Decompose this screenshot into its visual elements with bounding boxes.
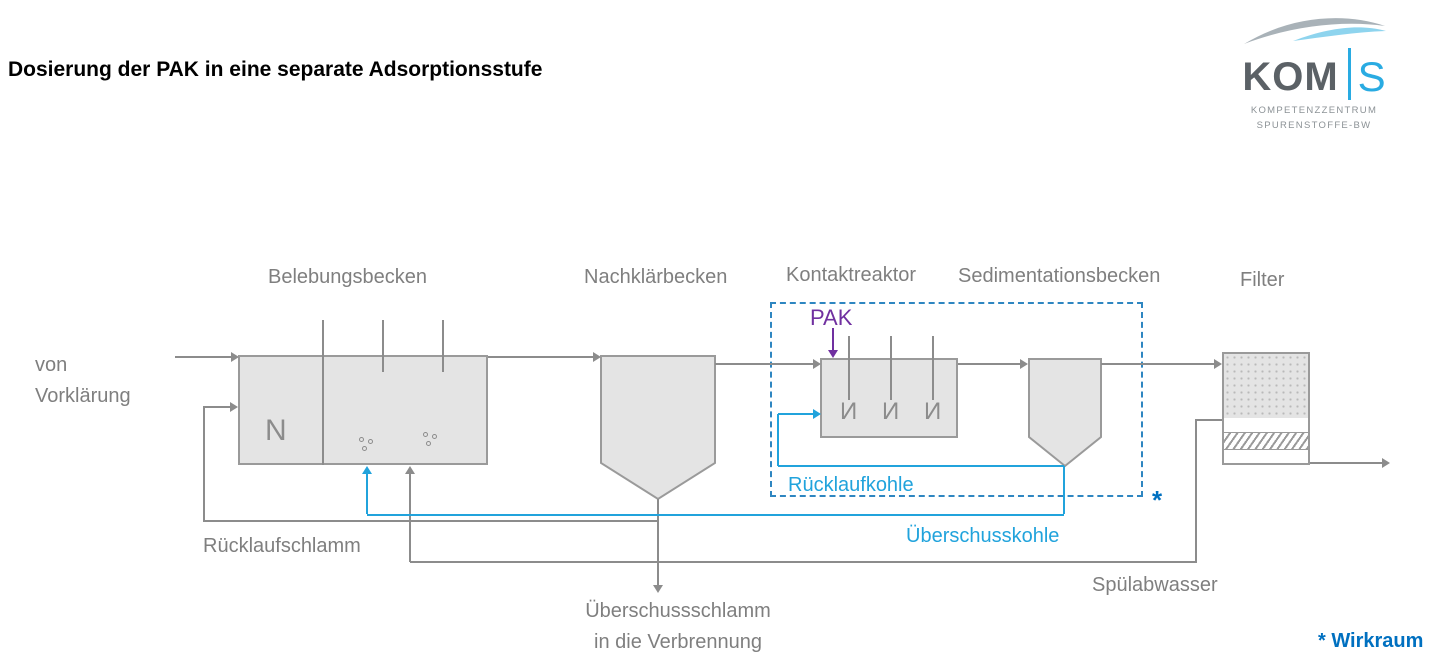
ueberschusskohle-line-up [366,474,368,514]
unit-label-kontaktreaktor: Kontaktreaktor [786,264,917,286]
ruecklaufkohle-line-into-reactor [778,413,813,415]
spuelabwasser-line-horizontal [410,561,1196,563]
logo-divider [1347,48,1351,100]
sludge-drop-line [657,499,659,585]
bubble-dot [362,446,367,451]
mixer-symbol: И [840,398,858,425]
mixer-shaft [848,336,850,400]
bubble-dot [359,437,364,442]
nachklaerbecken-basin [600,355,716,501]
ruecklaufschlamm-line-horizontal [204,520,658,522]
ruecklaufschlamm-line-into-basin [203,406,230,408]
spuelabwasser-line-vertical [1195,419,1197,563]
logo-subtitle-line1: KOMPETENZZENTRUM [1250,105,1378,116]
unit-label-nachklaerbecken: Nachklärbecken [584,266,728,288]
bubble-dot [423,432,428,437]
flow-line-inlet [175,356,231,358]
mixer-shaft [932,336,934,400]
bubble-dot [368,439,373,444]
ruecklaufschlamm-label: Rücklaufschlamm [203,535,361,557]
denitrification-symbol: N [265,414,287,447]
logo-swoosh-icon [1244,18,1386,44]
ueberschussschlamm-arrowhead [653,585,663,593]
ueberschusskohle-arrowhead [362,466,372,474]
logo-s-text: S [1357,53,1386,100]
ruecklaufkohle-line-horizontal [778,465,1064,467]
ruecklaufkohle-line-vertical [777,414,779,466]
pak-dosing-line [832,328,834,350]
flow-line-sedimentation-to-filter [1101,363,1214,365]
arrowhead [813,359,821,369]
ueberschusskohle-line-down [1063,466,1065,514]
flow-line-kontaktreaktor-to-sedimentation [958,363,1020,365]
mixer-shaft [890,336,892,400]
mixer-symbol: И [924,398,942,425]
wirkraum-boundary-box [770,302,1143,497]
ruecklaufkohle-label: Rücklaufkohle [788,474,914,496]
aeration-bubbles [358,436,376,454]
arrowhead [1020,359,1028,369]
sedimentationsbecken-basin [1028,358,1102,468]
logo-kom-text: KOM [1242,54,1339,99]
arrowhead [1214,359,1222,369]
filter-media-layer [1224,354,1308,418]
ueberschusskohle-label: Überschusskohle [906,525,1060,547]
filter-unit [1222,352,1310,465]
flow-line-nachklaerbecken-to-kontaktreaktor [715,363,813,365]
unit-label-belebungsbecken: Belebungsbecken [268,266,428,288]
unit-label-filter: Filter [1240,269,1285,291]
flow-line-outlet [1310,462,1382,464]
inlet-arrowhead [231,352,239,362]
outlet-arrowhead [1382,458,1390,468]
ueberschusskohle-line-horizontal [367,514,1064,516]
ruecklaufschlamm-arrowhead [230,402,238,412]
pak-label: PAK [810,305,853,330]
mixer-shaft [382,320,384,372]
source-label-von-vorklaerung: von Vorklärung [35,354,131,407]
page-title: Dosierung der PAK in eine separate Adsor… [8,58,543,81]
logo: KOM S KOMPETENZZENTRUM SPURENSTOFFE-BW [1238,10,1390,133]
mixer-shaft [442,320,444,372]
unit-label-sedimentationsbecken: Sedimentationsbecken [958,265,1161,287]
arrowhead [593,352,601,362]
bubble-dot [426,441,431,446]
ruecklaufkohle-arrowhead [813,409,821,419]
bubble-dot [432,434,437,439]
flow-line-belebung-to-nachklaerbecken [488,356,593,358]
wirkraum-star-marker: * [1152,485,1163,515]
pak-arrowhead [828,350,838,358]
logo-subtitle: KOMPETENZZENTRUM SPURENSTOFFE-BW [1238,103,1390,133]
logo-wordmark: KOM S [1238,48,1390,101]
spuelabwasser-label: Spülabwasser [1092,574,1218,596]
ruecklaufschlamm-line-vertical [203,407,205,522]
spuelabwasser-line-from-filter [1196,419,1222,421]
filter-hatch-layer [1224,432,1308,450]
belebungsbecken-divider [322,320,324,465]
logo-subtitle-line2: SPURENSTOFFE-BW [1256,120,1372,132]
ueberschussschlamm-label: Überschussschlamm in die Verbrennung [585,600,771,653]
mixer-symbol: И [882,398,900,425]
spuelabwasser-line-up [409,474,411,562]
kontaktreaktor-basin [820,358,958,438]
wirkraum-footnote: * Wirkraum [1318,630,1424,652]
spuelabwasser-arrowhead [405,466,415,474]
aeration-bubbles [422,431,440,449]
